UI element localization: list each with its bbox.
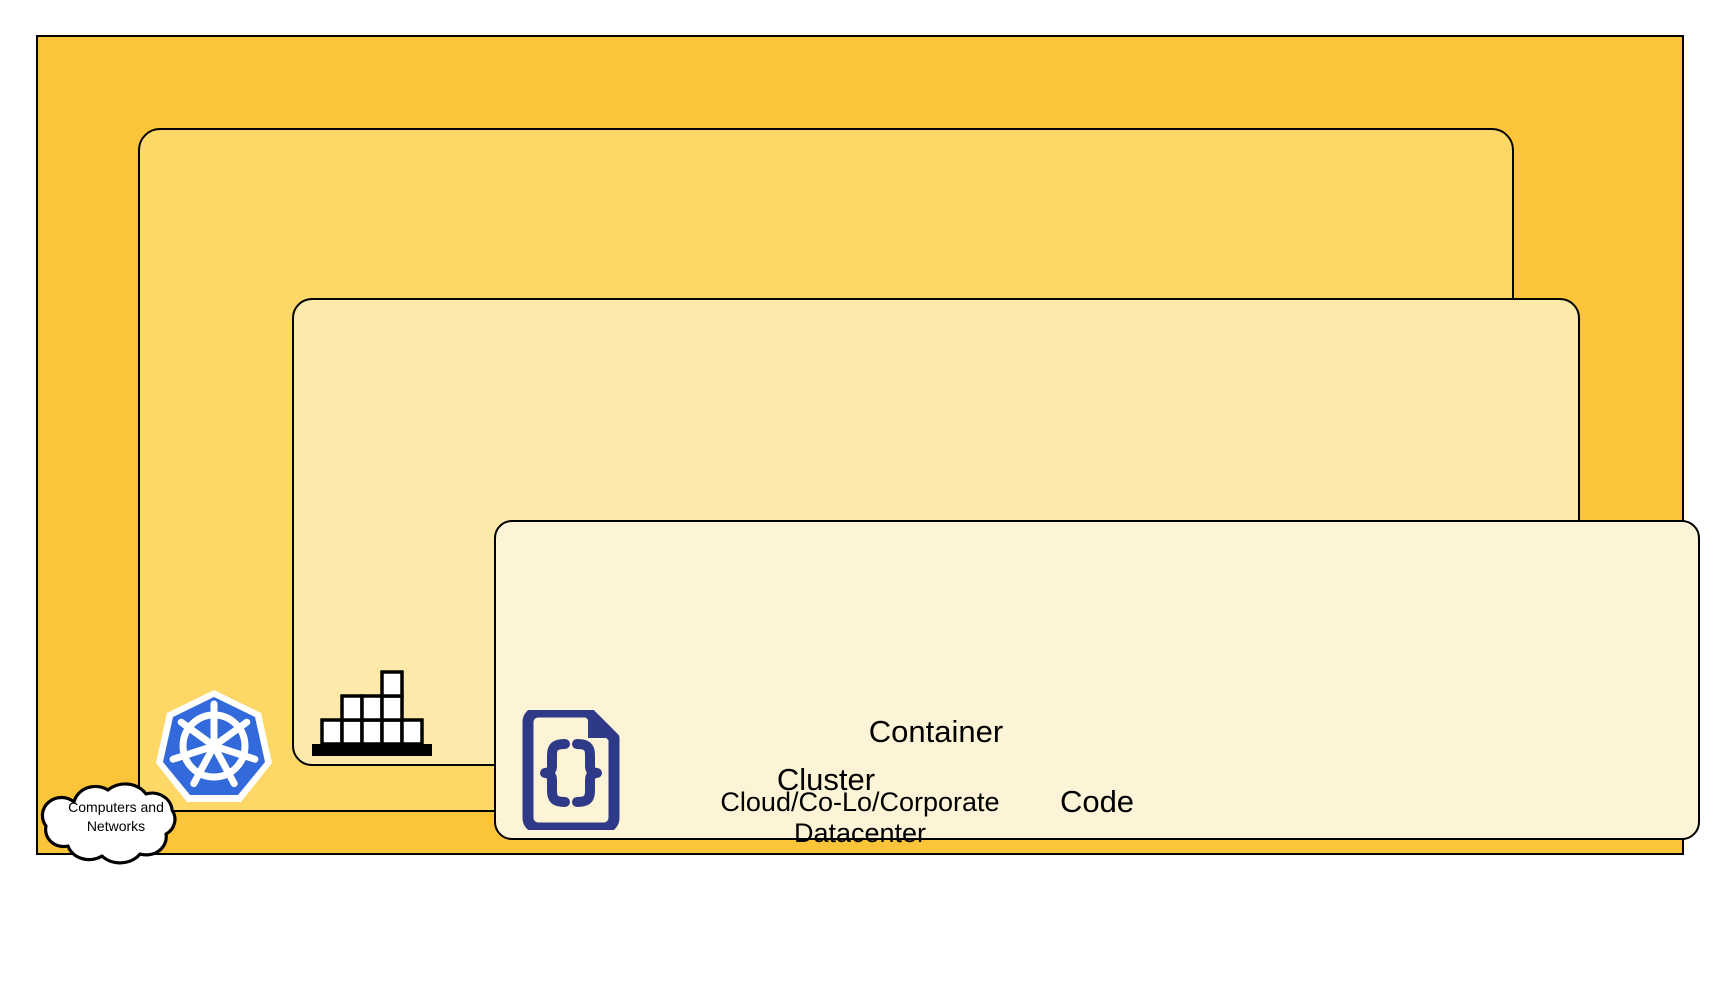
layer-code[interactable]: Code (494, 520, 1700, 840)
layer-datacenter-label-line1: Cloud/Co-Lo/Corporate (720, 786, 1000, 817)
layer-container-label: Container (868, 714, 1004, 750)
kubernetes-icon (156, 688, 272, 804)
layer-container[interactable]: Code (292, 298, 1700, 840)
computers-and-networks-cloud[interactable]: Computers and Networks (34, 776, 198, 874)
layer-datacenter[interactable]: Code (36, 35, 1700, 855)
container-blocks-icon (310, 670, 434, 758)
layer-cluster-label: Cluster (776, 762, 876, 798)
layer-cluster[interactable]: Code (138, 128, 1700, 840)
layer-code-label: Code (1059, 784, 1135, 820)
layer-datacenter-label: Cloud/Co-Lo/Corporate Datacenter (38, 787, 1682, 849)
code-document-icon (518, 706, 622, 834)
layer-datacenter-label-line2: Datacenter (793, 817, 927, 848)
